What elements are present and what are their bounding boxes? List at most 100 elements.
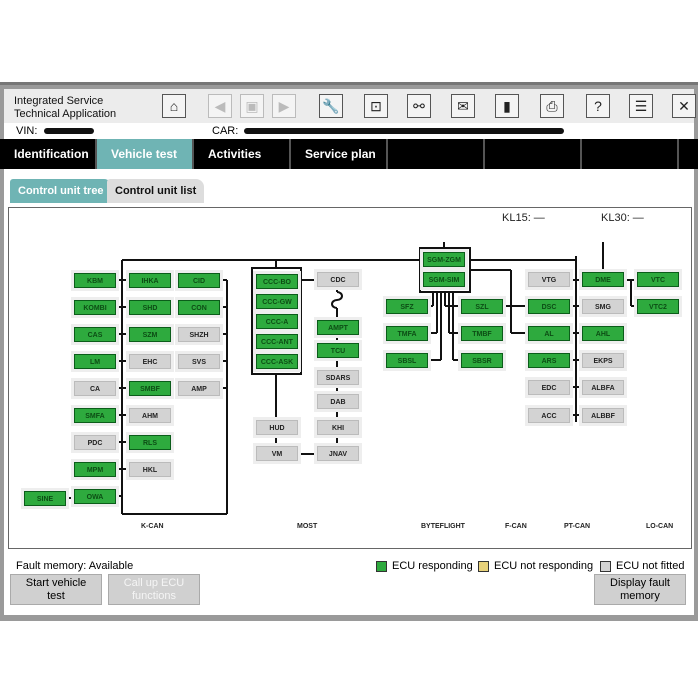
ecu-ampt[interactable]: AMPT [314, 317, 362, 338]
ecu-dsc[interactable]: DSC [525, 296, 573, 317]
ecu-sgm-sim[interactable]: SGM-SIM [420, 269, 468, 290]
ecu-sdars[interactable]: SDARS [314, 367, 362, 388]
tab-vehicle-test[interactable]: Vehicle test [97, 139, 194, 169]
ecu-kbm[interactable]: KBM [71, 270, 119, 291]
tab-activities[interactable]: Activities [194, 139, 291, 169]
ecu-shzh[interactable]: SHZH [175, 324, 223, 345]
ecu-ars[interactable]: ARS [525, 350, 573, 371]
ecu-hud[interactable]: HUD [253, 417, 301, 438]
wrench-icon[interactable]: 🔧 [319, 94, 343, 118]
ecu-shd[interactable]: SHD [126, 297, 174, 318]
bus-lines [66, 242, 637, 515]
ecu-edc[interactable]: EDC [525, 377, 573, 398]
display-l2: memory [620, 589, 660, 602]
vin-redacted [44, 128, 94, 134]
ecu-dme[interactable]: DME [579, 269, 627, 290]
ecu-amp[interactable]: AMP [175, 378, 223, 399]
ecu-tcu[interactable]: TCU [314, 340, 362, 361]
ecu-sgm-zgm[interactable]: SGM-ZGM [420, 249, 468, 270]
ecu-szl[interactable]: SZL [458, 296, 506, 317]
ecu-szm[interactable]: SZM [126, 324, 174, 345]
ecu-ccc-bo[interactable]: CCC-BO [253, 271, 301, 292]
ecu-lm[interactable]: LM [71, 351, 119, 372]
ecu-ccc-ant[interactable]: CCC-ANT [253, 331, 301, 352]
ecu-ahl[interactable]: AHL [579, 323, 627, 344]
ecu-al[interactable]: AL [525, 323, 573, 344]
content-panel: Control unit tree Control unit list KL15… [4, 169, 694, 615]
connection-icon[interactable]: ⚯ [407, 94, 431, 118]
close-icon[interactable]: ✕ [672, 94, 696, 118]
ecu-acc[interactable]: ACC [525, 405, 573, 426]
tab-control-unit-list[interactable]: Control unit list [107, 179, 205, 203]
car-redacted [244, 128, 564, 134]
ecu-mpm[interactable]: MPM [71, 459, 119, 480]
ecu-svs[interactable]: SVS [175, 351, 223, 372]
home-icon[interactable]: ⌂ [162, 94, 186, 118]
ecu-cdc[interactable]: CDC [314, 269, 362, 290]
ecu-pdc[interactable]: PDC [71, 432, 119, 453]
forward-icon: ▶ [272, 94, 296, 118]
ecu-tmfa[interactable]: TMFA [383, 323, 431, 344]
ecu-smbf[interactable]: SMBF [126, 378, 174, 399]
ecu-vtc[interactable]: VTC [634, 269, 682, 290]
app-title-line2: Technical Application [14, 108, 117, 120]
ecu-vtc2[interactable]: VTC2 [634, 296, 682, 317]
ecu-tmbf[interactable]: TMBF [458, 323, 506, 344]
ecu-con[interactable]: CON [175, 297, 223, 318]
ecu-ahm[interactable]: AHM [126, 405, 174, 426]
ecu-cas[interactable]: CAS [71, 324, 119, 345]
ecu-ca[interactable]: CA [71, 378, 119, 399]
bus-label-most: MOST [297, 523, 318, 530]
legend-label: ECU not fitted [616, 560, 685, 572]
ecu-ehc[interactable]: EHC [126, 351, 174, 372]
ecu-albfa[interactable]: ALBFA [579, 377, 627, 398]
ecu-owa[interactable]: OWA [71, 486, 119, 507]
ecu-sbsl[interactable]: SBSL [383, 350, 431, 371]
ecu-vm[interactable]: VM [253, 443, 301, 464]
ecu-kombi[interactable]: KOMBI [71, 297, 119, 318]
ecu-vtg[interactable]: VTG [525, 269, 573, 290]
vin-label: VIN: [16, 125, 38, 137]
ecu-sfz[interactable]: SFZ [383, 296, 431, 317]
battery-icon[interactable]: ▮ [495, 94, 519, 118]
tab-empty-4 [388, 139, 485, 169]
tab-service-plan[interactable]: Service plan [291, 139, 388, 169]
ecu-dab[interactable]: DAB [314, 391, 362, 412]
ecu-ihka[interactable]: IHKA [126, 270, 174, 291]
legend-item: ECU responding [376, 560, 473, 572]
ecu-sbsr[interactable]: SBSR [458, 350, 506, 371]
ecu-jnav[interactable]: JNAV [314, 443, 362, 464]
help-icon[interactable]: ? [586, 94, 610, 118]
tab-control-unit-tree[interactable]: Control unit tree [10, 179, 112, 203]
start-l1: Start vehicle [25, 576, 87, 589]
kl30-status: KL30: — [601, 212, 644, 224]
ecu-khi[interactable]: KHI [314, 417, 362, 438]
ecu-ccc-ask[interactable]: CCC-ASK [253, 351, 301, 372]
diagnosis-icon[interactable]: ⊡ [364, 94, 388, 118]
fault-memory-status: Fault memory: Available [16, 560, 134, 572]
ecu-smg[interactable]: SMG [579, 296, 627, 317]
callup-l1: Call up ECU [123, 576, 185, 589]
ecu-hkl[interactable]: HKL [126, 459, 174, 480]
legend-swatch-icon [376, 560, 387, 572]
ecu-ccc-gw[interactable]: CCC-GW [253, 291, 301, 312]
ecu-rls[interactable]: RLS [126, 432, 174, 453]
ecu-albbf[interactable]: ALBBF [579, 405, 627, 426]
ecu-ekps[interactable]: EKPS [579, 350, 627, 371]
ecu-cid[interactable]: CID [175, 270, 223, 291]
menu-icon[interactable]: ☰ [629, 94, 653, 118]
back-icon: ◀ [208, 94, 232, 118]
mail-icon[interactable]: ✉ [451, 94, 475, 118]
ecu-smfa[interactable]: SMFA [71, 405, 119, 426]
tab-identification[interactable]: Identification [0, 139, 97, 169]
ecu-sine[interactable]: SINE [21, 488, 69, 509]
ecu-ccc-a[interactable]: CCC-A [253, 311, 301, 332]
print-icon[interactable]: ⎙ [540, 94, 564, 118]
